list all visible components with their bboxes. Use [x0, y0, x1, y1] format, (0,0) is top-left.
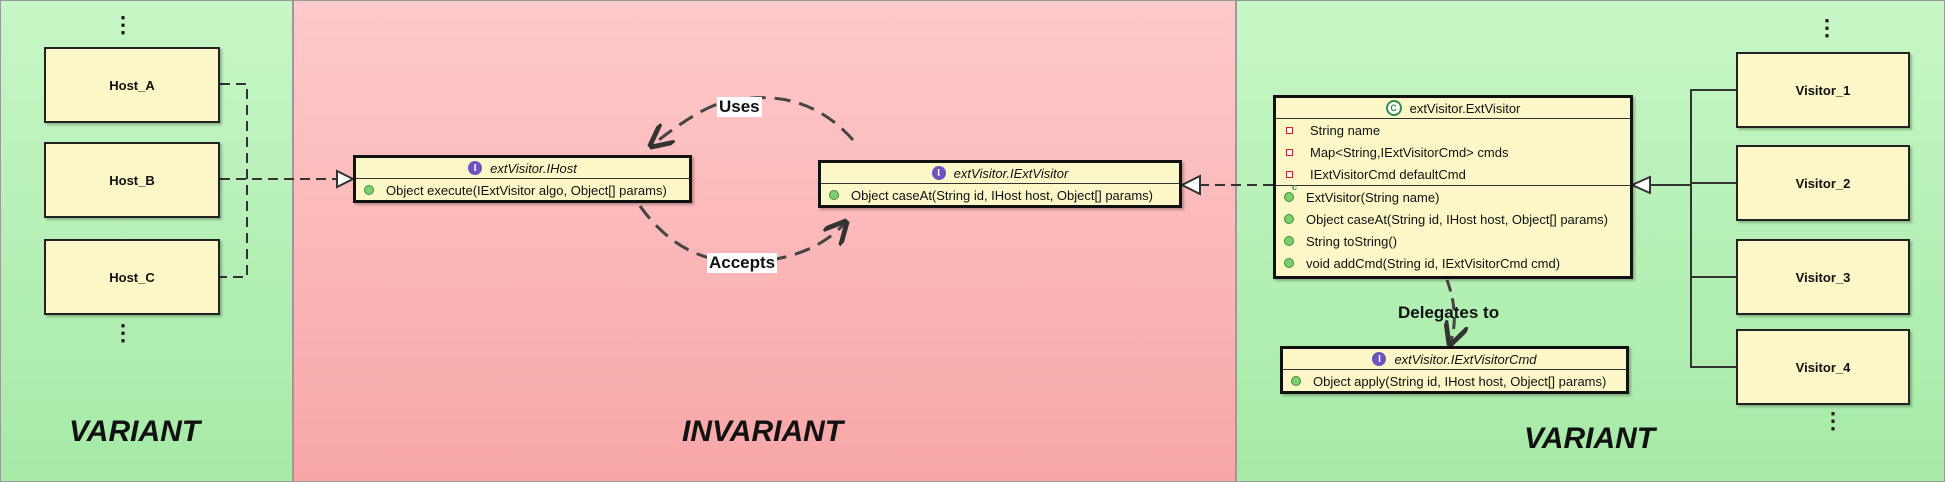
iextvisitor-header: I extVisitor.IExtVisitor	[821, 163, 1179, 184]
interface-icon: I	[931, 166, 946, 180]
method-row: void addCmd(String id, IExtVisitorCmd cm…	[1276, 252, 1630, 274]
method-to-string: String toString()	[1306, 233, 1398, 249]
visitor-3-box[interactable]: Visitor_3	[1736, 239, 1910, 315]
public-method-icon	[1284, 258, 1294, 268]
field-cmds: Map<String,IExtVisitorCmd> cmds	[1310, 144, 1509, 160]
method-add-cmd: void addCmd(String id, IExtVisitorCmd cm…	[1306, 255, 1561, 271]
visitor-4-label: Visitor_4	[1795, 359, 1851, 375]
iextvisitor-interface[interactable]: I extVisitor.IExtVisitor Object caseAt(S…	[818, 160, 1182, 208]
invariant-title: INVARIANT	[682, 415, 844, 448]
method-row: String toString()	[1276, 230, 1630, 252]
host-b-label: Host_B	[109, 172, 155, 188]
iextvisitorcmd-name: extVisitor.IExtVisitorCmd	[1394, 351, 1537, 367]
iextvisitorcmd-interface[interactable]: I extVisitor.IExtVisitorCmd Object apply…	[1280, 346, 1629, 394]
field-row: String name	[1276, 119, 1630, 141]
field-name: String name	[1310, 122, 1381, 138]
private-field-icon	[1286, 126, 1293, 134]
accepts-label: Accepts	[707, 253, 778, 273]
visitor-4-box[interactable]: Visitor_4	[1736, 329, 1910, 405]
public-method-icon	[1284, 236, 1294, 246]
public-method-icon	[829, 190, 839, 200]
ihost-name: extVisitor.IHost	[490, 160, 577, 176]
private-field-icon	[1286, 170, 1293, 178]
extvisitor-class[interactable]: C extVisitor.ExtVisitor String name Map<…	[1273, 95, 1633, 279]
field-row: Map<String,IExtVisitorCmd> cmds	[1276, 141, 1630, 163]
field-row: IExtVisitorCmd defaultCmd	[1276, 163, 1630, 185]
iextvisitorcmd-method-row: Object apply(String id, IHost host, Obje…	[1283, 370, 1626, 392]
delegates-label: Delegates to	[1398, 303, 1500, 322]
host-connector	[220, 83, 337, 278]
public-method-icon	[1291, 376, 1301, 386]
generalization-arrowhead-extvisitor	[1629, 175, 1651, 195]
private-field-icon	[1286, 148, 1293, 156]
host-c-box[interactable]: Host_C	[44, 239, 220, 315]
host-b-box[interactable]: Host_B	[44, 142, 220, 218]
constructor-icon	[1284, 192, 1294, 202]
realization-arrowhead-ihost	[336, 169, 356, 189]
field-default-cmd: IExtVisitorCmd defaultCmd	[1310, 166, 1466, 182]
visitor-1-label: Visitor_1	[1795, 82, 1851, 98]
variant-title-left: VARIANT	[69, 415, 201, 448]
visitor-connector	[1650, 89, 1736, 368]
host-a-box[interactable]: Host_A	[44, 47, 220, 123]
constructor-signature: ExtVisitor(String name)	[1306, 189, 1440, 205]
method-case-at: Object caseAt(String id, IHost host, Obj…	[1306, 211, 1609, 227]
visitor-2-label: Visitor_2	[1795, 175, 1851, 191]
host-c-label: Host_C	[109, 269, 155, 285]
extvisitor-header: C extVisitor.ExtVisitor	[1276, 98, 1630, 119]
visitor-1-box[interactable]: Visitor_1	[1736, 52, 1910, 128]
accepts-arc	[638, 205, 846, 264]
iextvisitor-name: extVisitor.IExtVisitor	[953, 165, 1069, 181]
iextvisitor-method-row: Object caseAt(String id, IHost host, Obj…	[821, 184, 1179, 206]
visitor-ellipsis-bottom: ⋮	[1822, 408, 1844, 433]
extvisitor-name: extVisitor.ExtVisitor	[1409, 100, 1521, 116]
realization-arrowhead-iextvisitor	[1179, 174, 1201, 196]
ihost-header: I extVisitor.IHost	[356, 158, 689, 179]
iextvisitor-method: Object caseAt(String id, IHost host, Obj…	[851, 187, 1154, 203]
host-ellipsis-bottom: ⋮	[112, 320, 134, 345]
public-method-icon	[1284, 214, 1294, 224]
ihost-method-row: Object execute(IExtVisitor algo, Object[…	[356, 179, 689, 201]
ihost-interface[interactable]: I extVisitor.IHost Object execute(IExtVi…	[353, 155, 692, 203]
visitor-2-box[interactable]: Visitor_2	[1736, 145, 1910, 221]
iextvisitorcmd-method: Object apply(String id, IHost host, Obje…	[1313, 373, 1607, 389]
interface-icon: I	[468, 161, 483, 175]
delegates-arrow	[1447, 279, 1454, 344]
host-ellipsis-top: ⋮	[112, 12, 134, 37]
visitor-3-label: Visitor_3	[1795, 269, 1851, 285]
interface-icon: I	[1372, 352, 1387, 366]
host-a-label: Host_A	[109, 77, 155, 93]
uses-label: Uses	[717, 97, 762, 117]
public-method-icon	[364, 185, 374, 195]
class-icon: C	[1385, 100, 1402, 116]
visitor-ellipsis-top: ⋮	[1816, 15, 1838, 40]
variant-title-right: VARIANT	[1524, 422, 1656, 455]
method-row: Object caseAt(String id, IHost host, Obj…	[1276, 208, 1630, 230]
constructor-marker: c	[1292, 182, 1298, 192]
iextvisitorcmd-header: I extVisitor.IExtVisitorCmd	[1283, 349, 1626, 370]
ihost-method: Object execute(IExtVisitor algo, Object[…	[386, 182, 667, 198]
